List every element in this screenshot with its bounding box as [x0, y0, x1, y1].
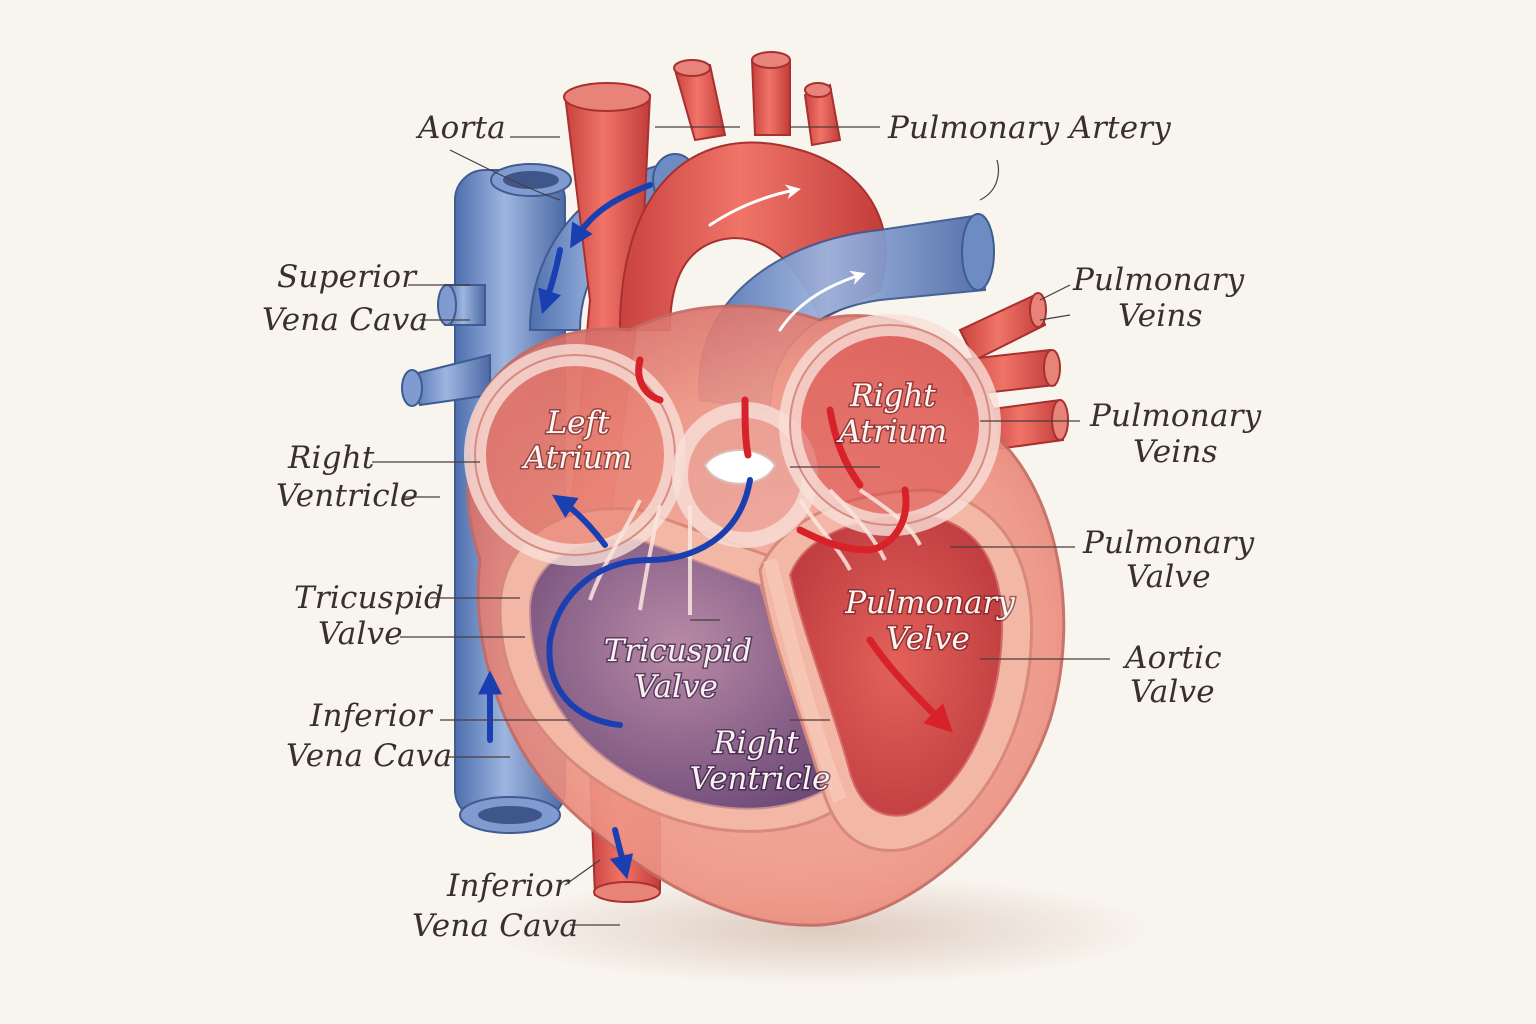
label-pulmonary-artery: Pulmonary Artery — [887, 110, 1171, 146]
label-inferior-vena-cava-mid-line1: Inferior — [309, 698, 434, 734]
label-inferior-vena-cava-mid-line2: Vena Cava — [286, 738, 452, 774]
label-right-ventricle-outer-line1: Right — [287, 440, 375, 476]
pulmonary-veins-vessels — [958, 292, 1069, 452]
label-aortic-valve-line1: Aortic — [1122, 640, 1222, 676]
label-right-ventricle-inner-line2: Ventricle — [690, 761, 831, 797]
label-tricuspid-valve-outer-line1: Tricuspid — [294, 580, 444, 616]
label-pulmonary-velve-inner-line1: Pulmonary — [844, 585, 1015, 621]
label-superior-vena-cava-line1: Superior — [277, 259, 418, 295]
label-left-atrium-line2: Atrium — [521, 440, 632, 476]
label-right-ventricle-outer-line2: Ventricle — [276, 478, 418, 514]
oxygenated-flow-arrows — [635, 356, 953, 733]
label-right-atrium-line1: Right — [849, 378, 936, 414]
right-atrium-chamber — [779, 314, 1001, 536]
label-aorta: Aorta — [415, 110, 506, 146]
label-pulmonary-veins-upper-line2: Veins — [1118, 298, 1203, 334]
label-pulmonary-veins-upper-line1: Pulmonary — [1072, 262, 1245, 298]
label-pulmonary-velve-inner-line2: Velve — [886, 621, 970, 657]
deoxygenated-flow-arrows — [478, 182, 753, 880]
label-tricuspid-valve-inner-line2: Valve — [634, 669, 718, 705]
label-pulmonary-valve-outer-line2: Valve — [1126, 559, 1211, 595]
label-pulmonary-valve-outer-line1: Pulmonary — [1082, 525, 1255, 561]
leader-lines — [372, 126, 1110, 926]
label-tricuspid-valve-inner-line1: Tricuspid — [604, 633, 752, 669]
heart-shadow — [490, 875, 1150, 985]
label-inferior-vena-cava-bottom-line1: Inferior — [446, 868, 571, 904]
label-inferior-vena-cava-bottom-line2: Vena Cava — [412, 908, 578, 944]
label-left-atrium-line1: Left — [546, 405, 610, 441]
label-pulmonary-veins-lower-line1: Pulmonary — [1089, 398, 1262, 434]
label-pulmonary-veins-lower-line2: Veins — [1133, 434, 1218, 470]
label-right-atrium-line2: Atrium — [836, 414, 947, 450]
valve-leaflets — [588, 488, 922, 615]
label-superior-vena-cava-line2: Vena Cava — [262, 302, 428, 338]
flow-direction-arrows-white — [708, 184, 866, 332]
label-tricuspid-valve-outer-line2: Valve — [318, 616, 403, 652]
label-right-ventricle-inner-line1: Right — [712, 725, 799, 761]
label-aortic-valve-line2: Valve — [1130, 674, 1215, 710]
